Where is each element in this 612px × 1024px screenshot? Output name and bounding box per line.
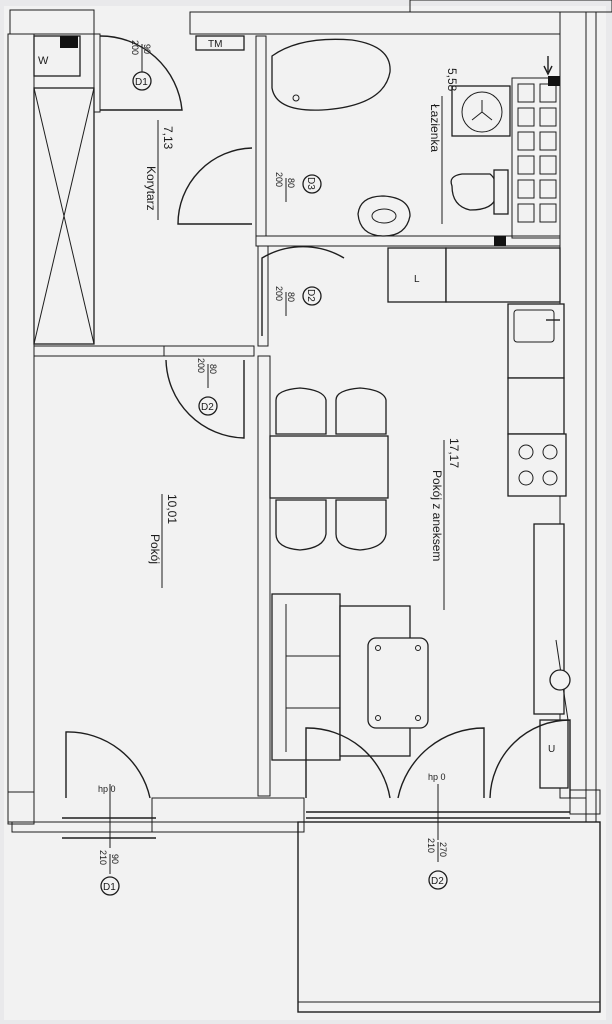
door-code: D2 [431,876,444,887]
wardrobe [33,87,95,345]
door-code: D2 [201,402,214,413]
door-marker-d2-top: 80 200 D2 [274,286,322,316]
room-area: 10,01 [165,494,179,524]
room-aneks: Pokój z aneksem 17,17 [430,438,461,610]
door-marker-d2-bottom: hp 0 270 210 D2 [426,772,448,890]
door-height: 200 [196,358,206,373]
door-code: D2 [305,289,316,302]
door-marker-d2-mid: 80 200 D2 [196,358,218,416]
room-area: 17,17 [447,438,461,468]
toilet [450,169,509,215]
door-height: 200 [274,286,284,301]
room-pokoj: Pokój 10,01 [148,494,179,588]
room-name: Pokój z aneksem [430,470,444,561]
door-width: 90 [142,44,152,54]
door-width: 80 [286,292,296,302]
door-height: 200 [274,172,284,187]
room-name: Pokój [148,534,162,564]
room-area: 5,58 [445,68,459,92]
threshold-label: hp 0 [98,784,116,794]
door-code: D1 [135,77,148,88]
door-code: D3 [305,177,316,190]
shower-tray [451,85,511,137]
tm-panel: TM [195,35,245,51]
interior-walls [33,33,561,797]
dining-table [269,387,389,551]
bathtub [271,38,391,111]
meter-box: W [33,35,81,77]
room-name: Łazienka [428,104,442,152]
meter-label: W [38,55,49,67]
door-height: 210 [98,850,108,865]
balcony [297,821,601,1013]
door-height: 200 [130,40,140,55]
bathroom-sink [357,195,411,237]
threshold-label: hp 0 [428,772,446,782]
door-marker-d1-top: 90 200 D1 [130,40,152,91]
door-height: 210 [426,838,436,853]
kitchen-counter: L U [387,247,571,789]
unit-label: U [548,744,555,755]
coffee-table [367,637,429,729]
door-width: 80 [286,178,296,188]
room-name: Korytarz [144,166,158,211]
door-width: 90 [110,854,120,864]
room-area: 7,13 [161,126,175,150]
door-marker-d3: 80 200 D3 [274,172,322,202]
room-korytarz: Korytarz 7,13 [144,120,175,220]
door-width: 80 [208,364,218,374]
door-marker-d1-bottom: hp 0 90 210 D1 [98,784,120,896]
room-lazienka: Łazienka 5,58 [428,68,459,224]
fridge-label: L [414,274,420,285]
tm-label: TM [208,39,222,50]
door-width: 270 [438,842,448,857]
door-code: D1 [103,882,116,893]
